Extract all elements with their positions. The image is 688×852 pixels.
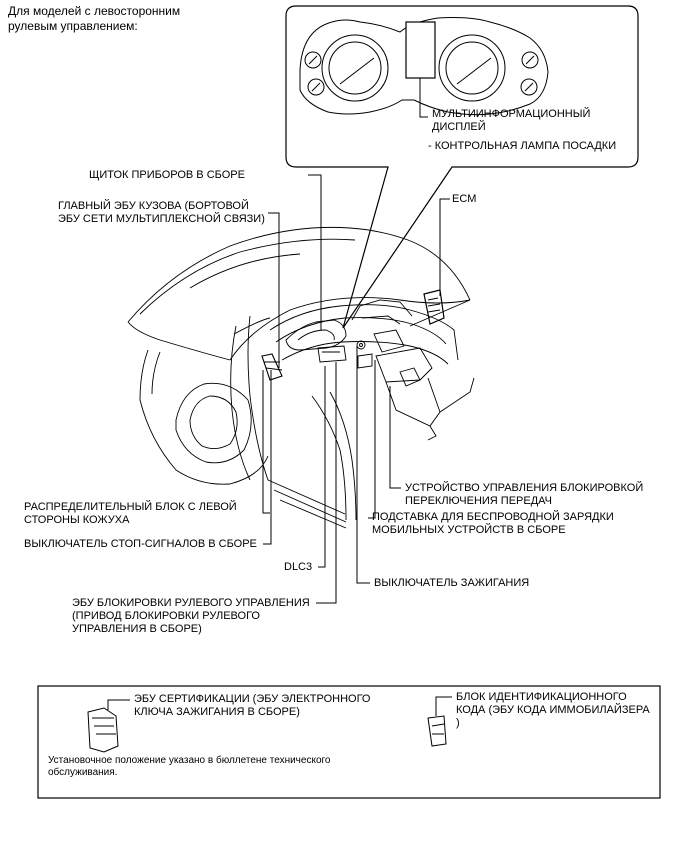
body-ecu-label-line1: ГЛАВНЫЙ ЭБУ КУЗОВА (БОРТОВОЙ (58, 200, 249, 212)
leader-junction-block (262, 370, 270, 514)
multi-info-display-label-line1: МУЛЬТИИНФОРМАЦИОННЫЙ (432, 108, 591, 120)
multi-info-display-label-line2: ДИСПЛЕЙ (432, 121, 486, 133)
leader-wireless-charger (368, 360, 376, 519)
shift-lock-label-line1: УСТРОЙСТВО УПРАВЛЕНИЯ БЛОКИРОВКОЙ (405, 482, 644, 494)
leader-steering-lock (316, 362, 337, 604)
installation-note-line1: Установочное положение указано в бюллете… (48, 755, 331, 766)
stop-light-switch-label: ВЫКЛЮЧАТЕЛЬ СТОП-СИГНАЛОВ В СБОРЕ (24, 538, 257, 550)
wireless-charger-label-line2: МОБИЛЬНЫХ УСТРОЙСТВ В СБОРЕ (372, 524, 566, 536)
dlc3-label: DLC3 (284, 561, 313, 573)
combination-meter-label: ЩИТОК ПРИБОРОВ В СБОРЕ (89, 169, 245, 181)
multi-info-display (405, 21, 436, 79)
steering-lock-label-line1: ЭБУ БЛОКИРОВКИ РУЛЕВОГО УПРАВЛЕНИЯ (72, 597, 310, 609)
leader-ecm (439, 198, 450, 296)
model-note-line1: Для моделей с левосторонним (8, 4, 181, 18)
leader-lines (262, 174, 450, 604)
junction-block-label-line1: РАСПРЕДЕЛИТЕЛЬНЫЙ БЛОК С ЛЕВОЙ (24, 501, 237, 513)
model-note-line2: рулевым управлением: (8, 19, 138, 33)
steering-lock-label-line2: (ПРИВОД БЛОКИРОВКИ РУЛЕВОГО (72, 610, 260, 622)
certification-ecu-drawing (87, 699, 130, 753)
body-ecu-label-line2: ЭБУ СЕТИ МУЛЬТИПЛЕКСНОЙ СВЯЗИ) (58, 213, 265, 225)
leader-ignition (356, 346, 370, 584)
steering-lock-label-line3: УПРАВЛЕНИЯ В СБОРЕ) (72, 623, 202, 635)
shift-lock-label-line2: ПЕРЕКЛЮЧЕНИЯ ПЕРЕДАЧ (405, 495, 552, 507)
wireless-charger-label-line1: ПОДСТАВКА ДЛЯ БЕСПРОВОДНОЙ ЗАРЯДКИ (372, 511, 614, 523)
id-code-box-label-line1: БЛОК ИДЕНТИФИКАЦИОННОГО (456, 691, 627, 703)
junction-block-label-line2: СТОРОНЫ КОЖУХА (24, 514, 130, 526)
id-code-box-drawing (427, 696, 452, 747)
leader-shift-lock (389, 386, 401, 489)
bottom-info-box (37, 685, 661, 799)
entry-warning-lamp-label: - КОНТРОЛЬНАЯ ЛАМПА ПОСАДКИ (428, 140, 617, 152)
certification-ecu-label-line1: ЭБУ СЕРТИФИКАЦИИ (ЭБУ ЭЛЕКТРОННОГО (134, 693, 371, 705)
vehicle-body-outline (127, 226, 471, 529)
certification-ecu-label-line2: КЛЮЧА ЗАЖИГАНИЯ В СБОРЕ) (134, 706, 300, 718)
ignition-switch-label: ВЫКЛЮЧАТЕЛЬ ЗАЖИГАНИЯ (374, 577, 530, 589)
leader-body-ecu (268, 212, 280, 368)
id-code-box-label-line3: ) (456, 717, 460, 729)
cluster-callout-frame (285, 5, 639, 329)
installation-note-line2: обслуживания. (48, 767, 118, 778)
leader-stop-light (263, 370, 272, 545)
id-code-box-label-line2: КОДА (ЭБУ КОДА ИММОБИЛАЙЗЕРА (456, 704, 650, 716)
ecm-label: ECM (452, 193, 477, 205)
leader-dlc3 (318, 366, 326, 568)
dashboard-outline (261, 289, 475, 441)
cluster-drawing (299, 17, 549, 118)
leader-combination-meter (308, 174, 322, 330)
